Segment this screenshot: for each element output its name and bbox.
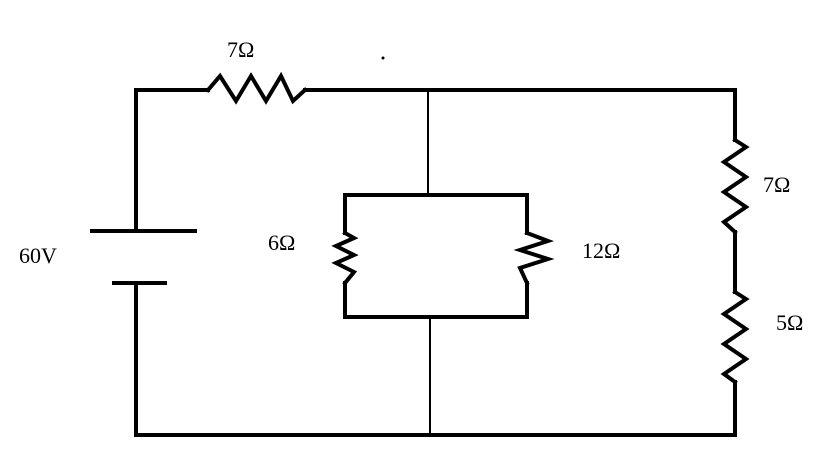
label-resistor-top: 7Ω xyxy=(227,37,254,62)
parallel-top-wire xyxy=(343,193,529,235)
resistor-12ohm-zigzag xyxy=(513,230,555,286)
wire-bottom xyxy=(134,281,737,437)
stray-dot xyxy=(381,56,385,60)
resistor-6ohm-zigzag xyxy=(331,230,359,286)
resistor-right-lower-zigzag xyxy=(720,289,750,385)
label-source-voltage: 60V xyxy=(19,243,57,268)
parallel-bottom-wire xyxy=(343,281,529,319)
resistor-right-upper-zigzag xyxy=(720,137,750,235)
label-resistor-right-upper: 7Ω xyxy=(763,172,790,197)
wire-left-top xyxy=(134,88,210,233)
resistor-top-zigzag xyxy=(205,71,308,105)
label-resistor-6ohm: 6Ω xyxy=(268,230,295,255)
middle-branch xyxy=(427,89,431,436)
parallel-box xyxy=(331,193,555,319)
label-resistor-12ohm: 12Ω xyxy=(582,238,620,263)
wire-top-right xyxy=(303,88,737,142)
outer-wires xyxy=(134,88,737,437)
label-resistor-right-lower: 5Ω xyxy=(776,310,803,335)
battery-symbol xyxy=(90,229,197,285)
